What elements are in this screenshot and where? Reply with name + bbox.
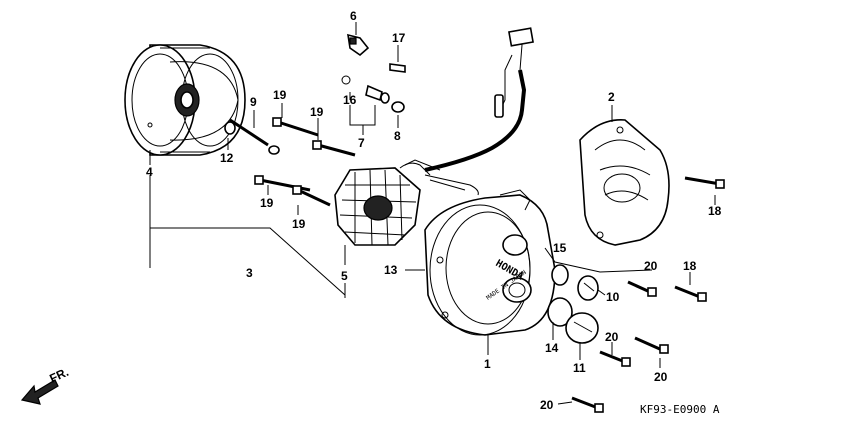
label-19-a: 19: [273, 88, 287, 102]
label-20-d: 20: [540, 398, 554, 412]
label-4: 4: [146, 165, 153, 179]
label-18-b: 18: [683, 259, 697, 273]
label-16: 16: [343, 93, 357, 107]
front-direction-label: FR.: [47, 365, 70, 386]
flywheel: [124, 44, 246, 156]
label-1: 1: [484, 357, 491, 371]
label-20-c: 20: [654, 370, 668, 384]
label-6: 6: [350, 9, 357, 23]
crankcase-cover: HONDA MADE IN JAPAN: [424, 189, 556, 336]
part-labels: 6 17 16 8 7 9 19 19 12 4 19 19 3 5 13 1 …: [146, 9, 722, 412]
label-18-a: 18: [708, 204, 722, 218]
label-13: 13: [384, 263, 398, 277]
label-7: 7: [358, 136, 365, 150]
label-15: 15: [553, 241, 567, 255]
front-direction-arrow: FR.: [20, 365, 71, 405]
label-12: 12: [220, 151, 234, 165]
leader-lines: [149, 22, 716, 405]
label-14: 14: [545, 341, 559, 355]
upper-cover: [579, 119, 670, 246]
label-20-b: 20: [605, 330, 619, 344]
label-5: 5: [341, 269, 348, 283]
label-3: 3: [246, 266, 253, 280]
wire-harness: [404, 27, 534, 196]
plugs-and-orings: [547, 264, 599, 344]
label-17: 17: [392, 31, 406, 45]
label-9: 9: [250, 95, 257, 109]
label-8: 8: [394, 129, 401, 143]
stator: [334, 162, 431, 246]
label-20-a: 20: [644, 259, 658, 273]
bolts: [224, 117, 725, 413]
small-parts: [341, 33, 406, 113]
label-19-b: 19: [310, 105, 324, 119]
label-2: 2: [608, 90, 615, 104]
diagram-code: KF93-E0900 A: [640, 403, 720, 416]
label-19-c: 19: [260, 196, 274, 210]
label-11: 11: [573, 361, 586, 375]
label-19-d: 19: [292, 217, 306, 231]
label-10: 10: [606, 290, 620, 304]
